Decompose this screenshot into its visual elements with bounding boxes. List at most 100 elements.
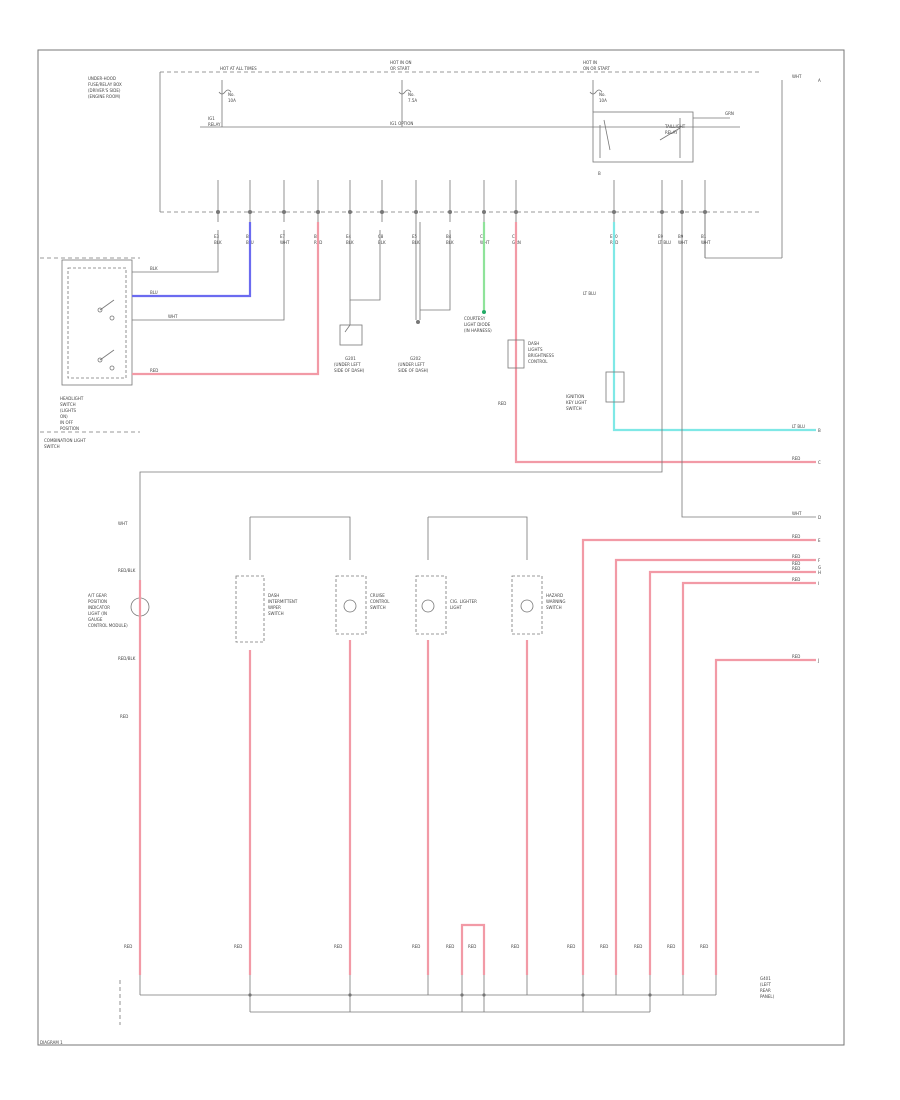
right-exit-letter: E bbox=[818, 538, 821, 543]
gnd-label-4: PANEL) bbox=[760, 994, 775, 999]
ig-option: IG1 OPTION bbox=[390, 121, 413, 126]
terminal-id: B4 bbox=[446, 234, 452, 239]
terminal-id: E3 bbox=[214, 234, 220, 239]
right-exit-color: LT BLU bbox=[792, 424, 805, 429]
wire-ltblu bbox=[612, 222, 816, 432]
g201-box bbox=[339, 324, 363, 346]
right-exit-color: RED bbox=[792, 577, 800, 582]
bottom-wire-label: RED bbox=[446, 944, 454, 949]
fuse-2: No. 7.5A bbox=[398, 80, 417, 127]
svg-text:10A: 10A bbox=[599, 98, 607, 103]
svg-text:LIGHT (IN: LIGHT (IN bbox=[88, 611, 107, 616]
terminal-id: B2 bbox=[246, 234, 252, 239]
terminal-color: WHT bbox=[678, 240, 688, 245]
underhood-line-2: FUSE/RELAY BOX bbox=[88, 82, 122, 87]
fuse-1: No. 10A bbox=[218, 80, 236, 127]
g201-sub2: SIDE OF DASH) bbox=[334, 368, 365, 373]
terminal-color: WHT bbox=[701, 240, 711, 245]
g201-sub: (UNDER LEFT bbox=[334, 362, 361, 367]
underhood-line-4: (ENGINE ROOM) bbox=[88, 94, 121, 99]
mid-red: RED bbox=[498, 401, 506, 406]
ign-switch-box bbox=[605, 371, 625, 403]
terminal-pin bbox=[514, 210, 518, 214]
svg-text:RELAY: RELAY bbox=[665, 130, 678, 135]
ground-junction bbox=[460, 993, 464, 997]
switch-wire-red: RED bbox=[150, 368, 158, 373]
diode-label-sub2: (IN HARNESS) bbox=[464, 328, 492, 333]
bottom-wht-1: WHT bbox=[118, 521, 128, 526]
bottom-wire-label: RED bbox=[700, 944, 708, 949]
right-exit-letter: B bbox=[818, 428, 821, 433]
terminal-id: B8 bbox=[314, 234, 320, 239]
dash-light-label: DASH bbox=[528, 341, 539, 346]
bottom-wire-label: RED bbox=[634, 944, 642, 949]
right-exit-letter: F bbox=[818, 558, 821, 563]
ground-junction bbox=[581, 993, 585, 997]
mid-lt-blu: LT BLU bbox=[583, 291, 596, 296]
svg-text:LIGHT: LIGHT bbox=[450, 605, 463, 610]
bottom-wire-label: RED bbox=[600, 944, 608, 949]
terminal-color: LT BLU bbox=[658, 240, 671, 245]
supply-gray-1 bbox=[250, 516, 351, 560]
right-exit-color: RED bbox=[792, 456, 800, 461]
bottom-wire-label: RED bbox=[124, 944, 132, 949]
diagram-frame bbox=[37, 49, 845, 1046]
wire-to-g201-b bbox=[344, 300, 351, 333]
wire-red-mid bbox=[514, 222, 816, 464]
bottom-wire-label: RED bbox=[334, 944, 342, 949]
right-exit-letter: C bbox=[818, 460, 821, 465]
label-hot-in-on-right-sub: ON OR START bbox=[583, 66, 611, 71]
ground-links bbox=[139, 975, 717, 1012]
gnd-label-1: G401 bbox=[760, 976, 771, 981]
green-dot bbox=[482, 310, 486, 314]
right-exit-letter: D bbox=[818, 515, 821, 520]
terminal-pin bbox=[248, 210, 252, 214]
svg-text:GRN: GRN bbox=[725, 111, 734, 116]
right-exit-letter: G bbox=[818, 565, 821, 570]
terminal-pin bbox=[448, 210, 452, 214]
bottom-red-1: RED/BLK bbox=[118, 568, 136, 573]
relay-1-sub: RELAY bbox=[208, 122, 221, 127]
terminal-id: E5 bbox=[412, 234, 418, 239]
svg-text:CIG. LIGHTER: CIG. LIGHTER bbox=[450, 599, 477, 604]
svg-text:(LIGHTS: (LIGHTS bbox=[60, 408, 77, 413]
terminal-id: E7 bbox=[280, 234, 286, 239]
dash-light-sub2: BRIGHTNESS bbox=[528, 353, 554, 358]
switch-wire-blu: BLU bbox=[150, 290, 158, 295]
red-wire-group bbox=[138, 538, 816, 975]
svg-text:GAUGE: GAUGE bbox=[88, 617, 103, 622]
bottom-wire-label: RED bbox=[667, 944, 675, 949]
terminal-pin bbox=[216, 210, 220, 214]
dash-light-sub3: CONTROL bbox=[528, 359, 548, 364]
svg-text:WARNING: WARNING bbox=[546, 599, 566, 604]
ground-junction bbox=[648, 993, 652, 997]
switch-wire-blk: BLK bbox=[150, 266, 158, 271]
relay-1: IG1 bbox=[208, 116, 215, 121]
svg-text:ON): ON) bbox=[60, 414, 68, 419]
svg-text:POSITION: POSITION bbox=[88, 599, 107, 604]
right-exit-color: RED bbox=[792, 534, 800, 539]
svg-text:10A: 10A bbox=[228, 98, 236, 103]
right-exit-letter: A bbox=[818, 78, 821, 83]
taillight-relay: TAILLIGHT RELAY B GRN bbox=[592, 111, 734, 176]
svg-text:POSITION: POSITION bbox=[60, 426, 79, 431]
svg-text:CONTROL MODULE): CONTROL MODULE) bbox=[88, 623, 128, 628]
right-exit-color: WHT bbox=[792, 74, 802, 79]
g202-sub: (UNDER LEFT bbox=[398, 362, 425, 367]
svg-text:SWITCH: SWITCH bbox=[60, 402, 76, 407]
fuse-3: No. 10A bbox=[589, 80, 607, 112]
g202-sub2: SIDE OF DASH) bbox=[398, 368, 429, 373]
terminal-id: C8 bbox=[378, 234, 384, 239]
svg-text:INDICATOR: INDICATOR bbox=[88, 605, 110, 610]
underhood-line-1: UNDER-HOOD bbox=[88, 76, 116, 81]
svg-text:No.: No. bbox=[599, 92, 606, 97]
wire-red-switch bbox=[132, 222, 320, 376]
bottom-red-3: RED bbox=[120, 714, 128, 719]
supply-gray-2 bbox=[428, 516, 528, 560]
svg-text:SWITCH: SWITCH bbox=[44, 444, 60, 449]
terminal-pin bbox=[348, 210, 352, 214]
svg-text:HAZARD: HAZARD bbox=[546, 593, 563, 598]
label-hot-at-all-times: HOT AT ALL TIMES bbox=[220, 66, 257, 71]
bottom-wire-label: RED bbox=[412, 944, 420, 949]
